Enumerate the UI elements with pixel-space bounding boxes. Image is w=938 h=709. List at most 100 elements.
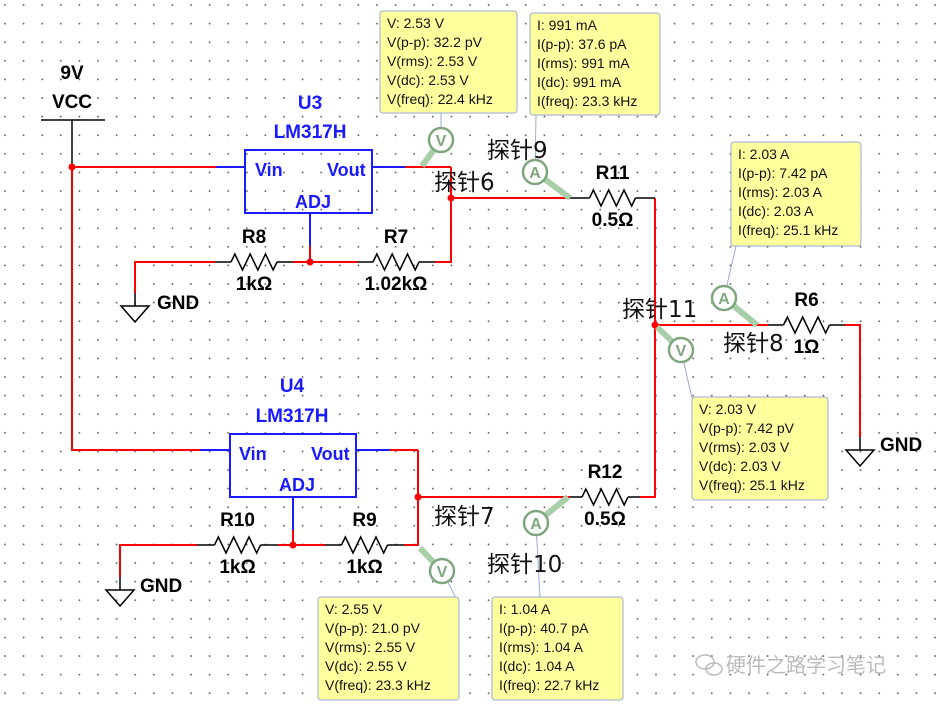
probe-label: 探针9 [487, 138, 548, 164]
probe-label: 探针7 [434, 504, 495, 530]
probe-label: 探针10 [487, 552, 562, 578]
readout-line: V(rms): 2.53 V [387, 53, 478, 69]
probe-label: 探针11 [622, 297, 697, 323]
vcc-source[interactable]: 9V VCC [41, 63, 105, 167]
vcc-name: VCC [52, 92, 92, 113]
probe-readout-box: I: 2.03 A I(p-p): 7.42 pA I(rms): 2.03 A I(… [730, 141, 862, 247]
probe-p11[interactable]: A 探针11 I: 2.03 A I(p-p): 7.42 pA I(rms): 2.0… [622, 141, 862, 328]
ground-symbol[interactable]: GND [104, 576, 182, 608]
voltmeter-probe-icon[interactable]: V [667, 336, 695, 364]
resistor-ref: R10 [220, 510, 255, 531]
probe-glyph: A [718, 291, 730, 308]
resistor-value: 0.5Ω [592, 210, 634, 231]
wechat-icon [695, 654, 723, 676]
readout-line: V: 2.53 V [387, 15, 445, 31]
resistor-ref: R6 [794, 290, 818, 311]
readout-line: V(p-p): 7.42 pV [699, 420, 795, 436]
readout-line: V(freq): 25.1 kHz [699, 477, 805, 493]
probe-p8[interactable]: V 探针8 V: 2.03 V V(p-p): 7.42 pV V(rms): 2.03… [654, 324, 829, 501]
ground-label: GND [157, 293, 199, 314]
probe-p6[interactable]: V 探针6 V: 2.53 V V(p-p): 32.2 pV V(rms): 2.53… [379, 10, 518, 196]
readout-line: V(p-p): 21.0 pV [325, 620, 421, 636]
readout-line: I(p-p): 37.6 pA [537, 36, 627, 52]
readout-line: I(rms): 2.03 A [738, 184, 823, 200]
readout-line: I: 991 mA [537, 17, 598, 33]
probe-readout-box: V: 2.55 V V(p-p): 21.0 pV V(rms): 2.55 V V(… [317, 596, 460, 701]
regulator-u4[interactable]: U4 LM317H Vin Vout ADJ [200, 376, 390, 530]
probe-glyph: A [530, 516, 542, 533]
resistor-value: 0.5Ω [584, 509, 626, 530]
probe-glyph: V [676, 343, 687, 360]
ammeter-probe-icon[interactable]: A [522, 509, 550, 537]
u3-vout-pin: Vout [327, 160, 366, 180]
readout-line: V(freq): 22.4 kHz [387, 91, 493, 107]
probe-glyph: V [436, 133, 447, 150]
readout-line: I: 1.04 A [499, 601, 551, 617]
resistor-value: 1kΩ [219, 557, 255, 578]
readout-line: V(dc): 2.55 V [325, 658, 407, 674]
probe-label: 探针8 [723, 331, 784, 357]
readout-line: V: 2.55 V [325, 601, 383, 617]
readout-line: I(freq): 25.1 kHz [738, 222, 838, 238]
u3-vin-pin: Vin [255, 160, 283, 180]
wires [71, 166, 861, 577]
resistor-value: 1kΩ [346, 557, 382, 578]
resistor-ref: R8 [242, 227, 266, 248]
readout-line: V(dc): 2.53 V [387, 72, 469, 88]
readout-line: I(rms): 991 mA [537, 55, 630, 71]
resistor-value: 1Ω [794, 337, 820, 358]
ground-symbol[interactable]: GND [119, 293, 199, 324]
resistor-r10[interactable]: R10 1kΩ [197, 510, 278, 578]
readout-line: V(p-p): 32.2 pV [387, 34, 483, 50]
readout-line: V(rms): 2.55 V [325, 639, 416, 655]
voltmeter-probe-icon[interactable]: V [427, 126, 455, 154]
readout-line: V: 2.03 V [699, 401, 757, 417]
resistor-value: 1kΩ [236, 274, 272, 295]
readout-line: V(dc): 2.03 V [699, 458, 781, 474]
u4-part: LM317H [256, 406, 329, 427]
resistor-ref: R9 [352, 510, 376, 531]
u3-ref: U3 [298, 93, 322, 114]
readout-line: I(freq): 23.3 kHz [537, 93, 637, 109]
u4-vout-pin: Vout [311, 444, 350, 464]
u4-ref: U4 [280, 376, 305, 397]
ammeter-probe-icon[interactable]: A [710, 284, 738, 312]
readout-line: V(freq): 23.3 kHz [325, 677, 431, 693]
readout-line: I(dc): 991 mA [537, 74, 622, 90]
ground-label: GND [140, 576, 182, 597]
ammeter-probe-icon[interactable]: A [521, 158, 549, 186]
ground-symbol[interactable]: GND [844, 435, 922, 468]
regulator-u3[interactable]: U3 LM317H Vin Vout ADJ [216, 93, 405, 246]
resistor-r6[interactable]: R6 1Ω [768, 290, 845, 358]
resistor-r8[interactable]: R8 1kΩ [215, 227, 293, 295]
probe-p7[interactable]: V 探针7 V: 2.55 V V(p-p): 21.0 pV V(rms): 2.55… [317, 504, 495, 701]
probe-readout-box: V: 2.03 V V(p-p): 7.42 pV V(rms): 2.03 V V(… [691, 396, 829, 501]
readout-line: V(rms): 2.03 V [699, 439, 790, 455]
u3-part: LM317H [274, 122, 347, 143]
readout-line: I(dc): 1.04 A [499, 658, 575, 674]
resistor-value: 1.02kΩ [365, 274, 428, 295]
readout-line: I(p-p): 40.7 pA [499, 620, 589, 636]
probe-readout-box: I: 1.04 AI(p-p): 40.7 pAI(rms): 1.04 AI(… [491, 596, 624, 701]
resistor-ref: R7 [384, 227, 408, 248]
readout-line: I: 2.03 A [738, 146, 790, 162]
resistor-ref: R12 [588, 462, 623, 483]
resistor-r7[interactable]: R7 1.02kΩ [357, 227, 435, 295]
watermark: 硬件之路学习笔记 [726, 653, 886, 677]
probe-label: 探针6 [434, 170, 495, 196]
probe-readout-box: I: 991 mA I(p-p): 37.6 pA I(rms): 991 mA I(… [529, 12, 661, 116]
resistor-r9[interactable]: R9 1kΩ [325, 510, 404, 578]
probe-glyph: V [437, 564, 448, 581]
resistor-r12[interactable]: R12 0.5Ω [570, 462, 640, 530]
voltmeter-probe-icon[interactable]: V [428, 557, 456, 585]
readout-line: I(p-p): 7.42 pA [738, 165, 828, 181]
vcc-voltage: 9V [60, 63, 84, 84]
readout-line: I(dc): 2.03 A [738, 203, 814, 219]
u3-adj-pin: ADJ [295, 192, 331, 212]
